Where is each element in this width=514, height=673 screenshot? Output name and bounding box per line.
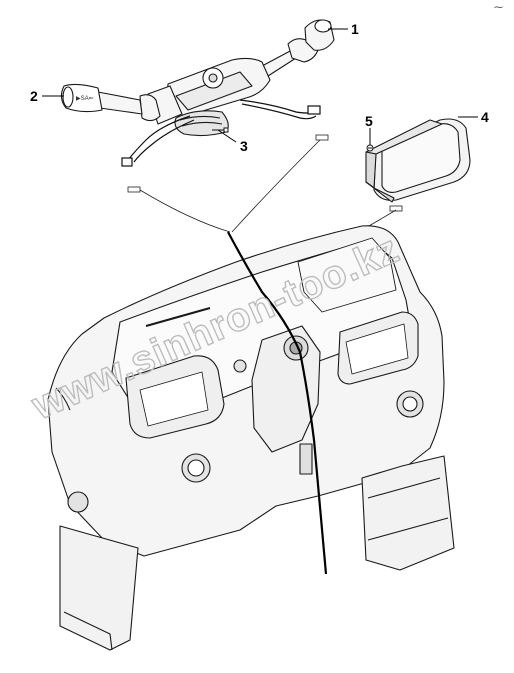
combination-switch: ▶SA⇐ xyxy=(60,19,335,137)
leader-lines xyxy=(42,28,478,145)
svg-text:▶SA⇐: ▶SA⇐ xyxy=(76,96,94,102)
main-cable xyxy=(227,231,328,575)
callout-2: 2 xyxy=(30,88,38,104)
switch-wiring xyxy=(121,99,321,167)
callout-5: 5 xyxy=(365,113,373,129)
connector-tags xyxy=(127,134,403,212)
callout-1: 1 xyxy=(351,21,359,37)
callout-4: 4 xyxy=(481,109,489,125)
steering-console xyxy=(47,225,455,651)
callout-3: 3 xyxy=(240,138,248,154)
display-module xyxy=(365,118,471,203)
corner-mark: ⁓ xyxy=(494,2,503,12)
small-screw xyxy=(366,144,374,152)
